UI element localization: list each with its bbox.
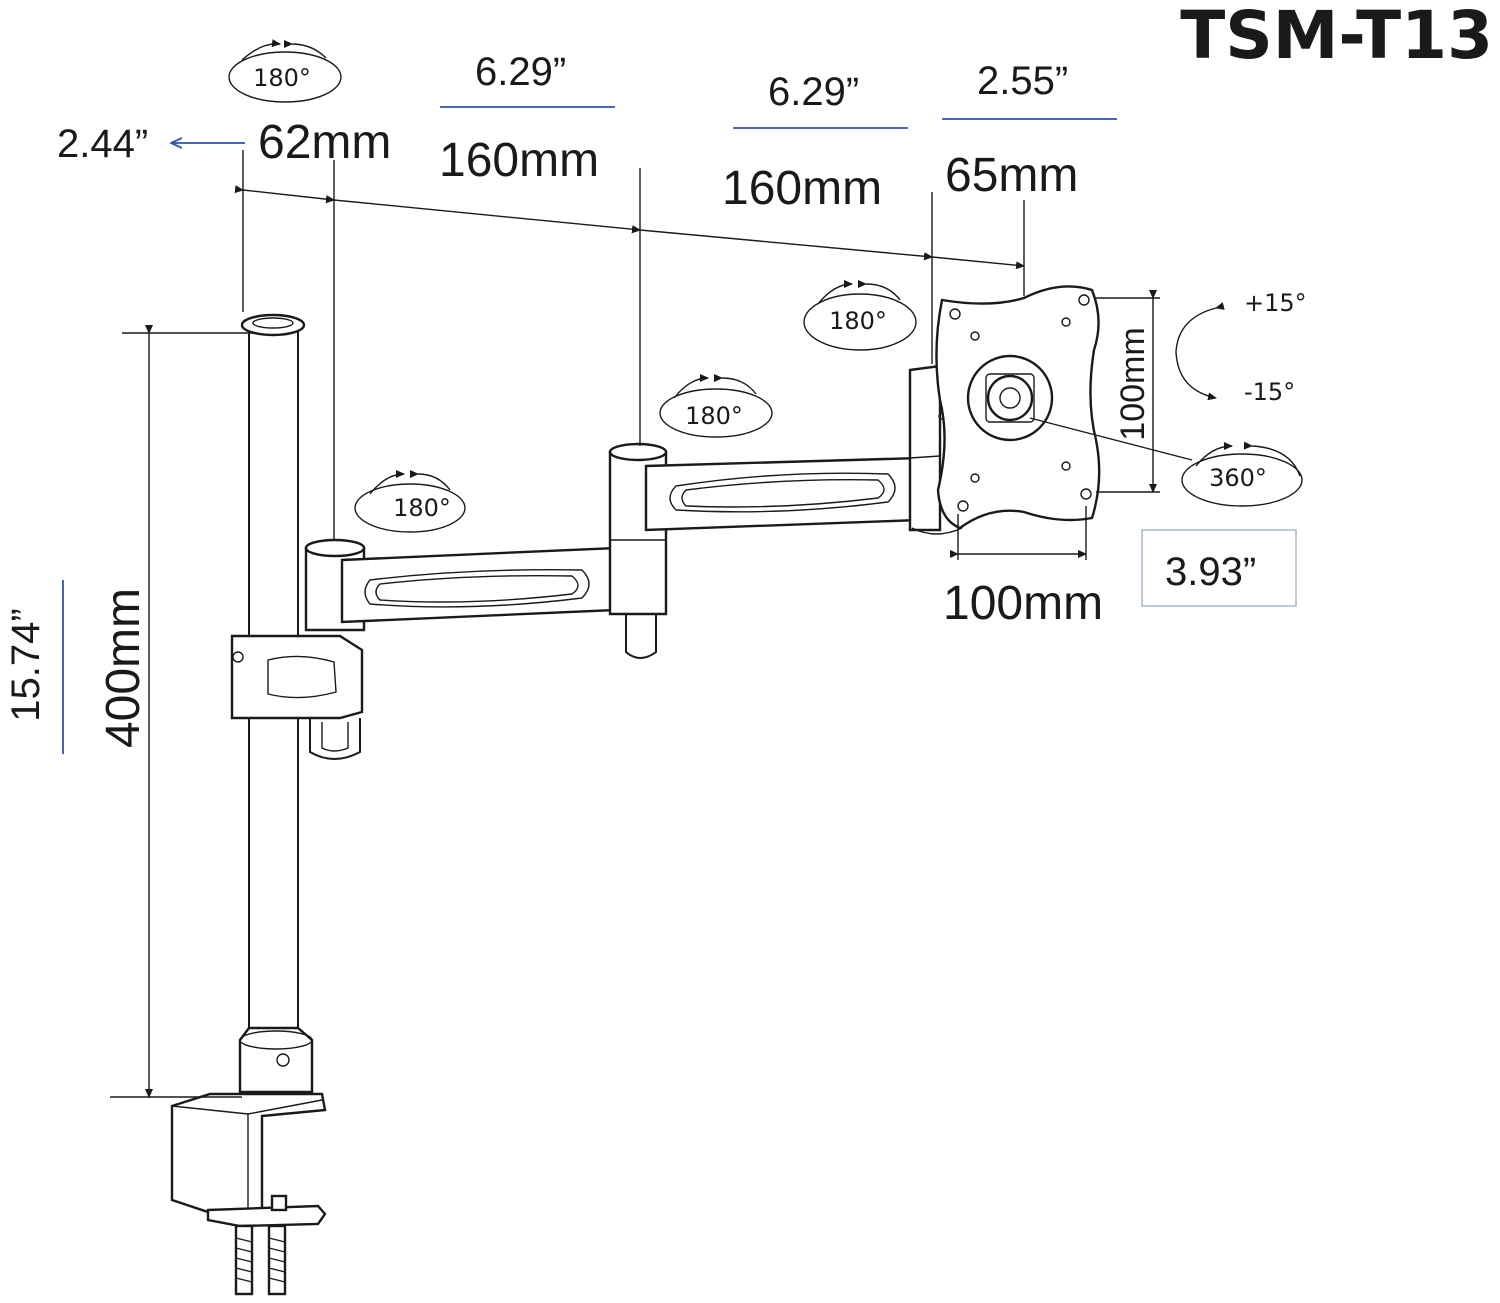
pole-offset-mm: 62mm (258, 116, 391, 169)
model-title: TSM-T13 (1180, 0, 1493, 74)
pole-offset-inch: 2.44” (57, 122, 148, 166)
vesa-head (908, 285, 1101, 535)
arm2-inch: 6.29” (768, 70, 859, 114)
head-inch: 2.55” (977, 59, 1068, 103)
svg-text:+15°: +15° (1244, 289, 1307, 317)
vesa-width-mm: 100mm (943, 577, 1103, 630)
pole-height-mm: 400mm (97, 588, 150, 748)
head-mm: 65mm (945, 149, 1078, 202)
vesa-dimension-lines (950, 290, 1297, 607)
vesa-width-inch: 3.93” (1165, 550, 1256, 594)
arm-2 (608, 442, 922, 659)
pole-height-dimension (62, 325, 256, 1098)
rotation-arm2-joint: 180° (659, 373, 773, 438)
vesa-height-mm: 100mm (1114, 327, 1152, 440)
rotation-pole-top: 180° (228, 39, 342, 103)
svg-text:180°: 180° (253, 64, 311, 92)
rotation-plate: 360° (1181, 441, 1303, 507)
tilt-indicator: +15° -15° (1175, 289, 1307, 406)
svg-text:360°: 360° (1209, 464, 1267, 492)
svg-text:-15°: -15° (1244, 378, 1295, 406)
arm2-mm: 160mm (722, 162, 882, 215)
pole (238, 313, 314, 1094)
pole-height-inch: 15.74” (4, 608, 48, 721)
top-dimension-lines (234, 150, 1025, 540)
arm1-mm: 160mm (439, 134, 599, 187)
arm-1 (230, 538, 618, 760)
svg-text:180°: 180° (829, 307, 887, 335)
arm1-inch: 6.29” (475, 50, 566, 94)
svg-text:180°: 180° (685, 402, 743, 430)
rotation-head-joint: 180° (803, 279, 917, 351)
desk-clamp (170, 1092, 327, 1296)
svg-text:180°: 180° (393, 494, 451, 522)
rotation-arm1-joint: 180° (354, 469, 466, 533)
